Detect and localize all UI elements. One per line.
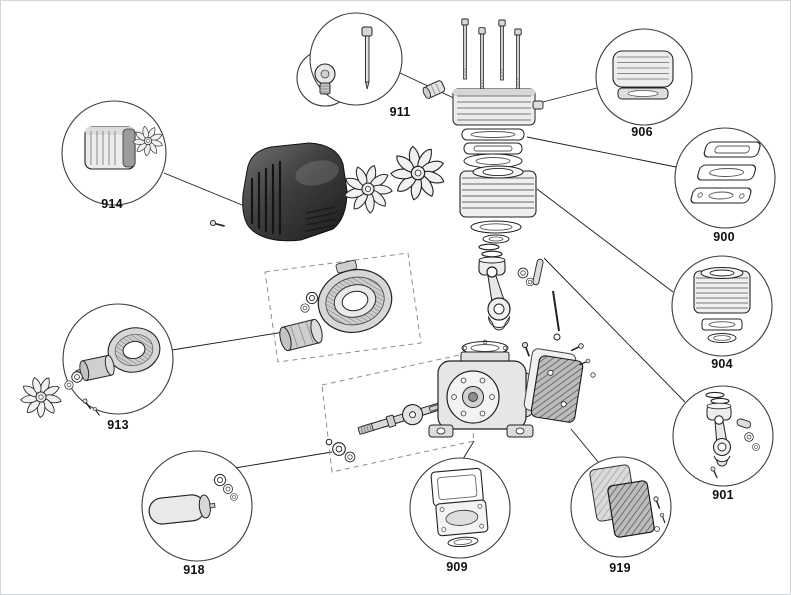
cooling-fans [341, 139, 453, 217]
callout-919 [570, 456, 672, 558]
callout-906 [595, 28, 693, 126]
fan-icon [16, 372, 67, 423]
breather-plug-drawing [314, 63, 336, 95]
callout-911 [296, 12, 403, 107]
stator-washers [300, 291, 319, 313]
screw-icon [208, 216, 226, 231]
motor-rotor [279, 318, 323, 352]
head-gaskets [461, 128, 525, 169]
shaft-washers [325, 438, 356, 463]
callout-900-label: 900 [713, 230, 735, 244]
callout-914-label: 914 [101, 197, 123, 211]
callout-909-label: 909 [446, 560, 468, 574]
callout-914 [61, 100, 167, 206]
callout-901-label: 901 [712, 488, 734, 502]
callout-913 [16, 303, 174, 423]
piston-connecting-rod [478, 243, 511, 331]
motor-stator [317, 259, 393, 333]
callout-913-label: 913 [107, 418, 129, 432]
shroud-cover [242, 142, 348, 242]
head-cover-drawing [84, 122, 167, 170]
capacitor-drawing [148, 473, 238, 525]
valve-plate-kit-drawing [430, 467, 489, 548]
gasket-plate-set-drawing [690, 141, 761, 204]
reed-valve-plate-assembly [523, 340, 596, 423]
cylinder-head [452, 88, 544, 126]
callout-918-label: 918 [183, 563, 205, 577]
crankcase [428, 340, 544, 438]
callout-circle-911 [309, 12, 403, 106]
callout-900 [674, 127, 776, 229]
central-assembly [242, 18, 596, 463]
head-bolts [461, 18, 522, 92]
callout-906-label: 906 [631, 125, 653, 139]
dipstick-drawing [361, 26, 373, 90]
callout-909 [409, 457, 511, 559]
callout-904 [671, 255, 773, 357]
cylinder [459, 165, 537, 218]
cylinder-gaskets [470, 220, 522, 244]
callout-919-label: 919 [609, 561, 631, 575]
reed-plate-pair-drawing [589, 464, 670, 538]
callout-918 [141, 450, 253, 562]
leader-lines [163, 72, 686, 469]
cylinder-kit-drawing [693, 267, 751, 343]
piston-rod-kit-drawing [705, 391, 760, 479]
motor-kit-drawing [16, 327, 161, 423]
breather-plug-part [422, 80, 446, 99]
callout-911-label: 911 [389, 105, 411, 119]
callout-904-label: 904 [711, 357, 733, 371]
wrist-pin-and-needle [517, 258, 561, 341]
callout-901 [672, 385, 774, 487]
head-cover-top-drawing [612, 50, 674, 100]
